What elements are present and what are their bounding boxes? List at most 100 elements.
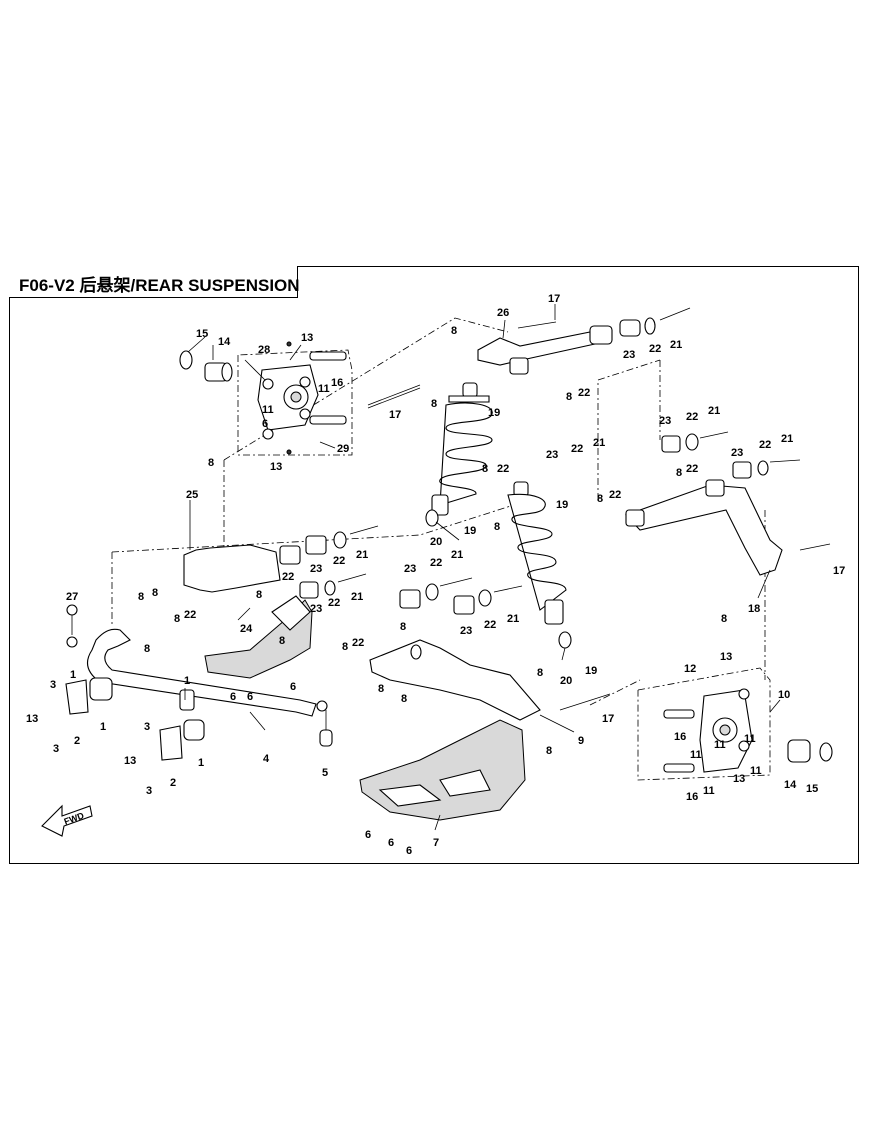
callout-13-b: 13 <box>124 755 136 767</box>
callout-23-e: 23 <box>659 415 671 427</box>
callout-22-g: 22 <box>759 439 771 451</box>
callout-2-b: 2 <box>170 777 176 789</box>
callout-8-h: 8 <box>721 613 727 625</box>
callout-22-i: 22 <box>184 609 196 621</box>
callout-22-h: 22 <box>609 489 621 501</box>
callout-8-l: 8 <box>174 613 180 625</box>
callout-6-left: 6 <box>262 418 268 430</box>
callout-23-m: 23 <box>404 563 416 575</box>
callout-8-j: 8 <box>138 591 144 603</box>
callout-22-e: 22 <box>686 411 698 423</box>
callout-17-lower: 17 <box>602 713 614 725</box>
callout-1-b: 1 <box>100 721 106 733</box>
right-knuckle-assembly <box>663 688 833 773</box>
callout-8-s: 8 <box>401 693 407 705</box>
callout-29: 29 <box>337 443 349 455</box>
callout-15-left: 15 <box>196 328 208 340</box>
callout-22-k: 22 <box>333 555 345 567</box>
callout-17-upper: 17 <box>389 409 401 421</box>
callout-9: 9 <box>578 735 584 747</box>
callout-22-l: 22 <box>328 597 340 609</box>
callout-8-t: 8 <box>537 667 543 679</box>
callout-10: 10 <box>778 689 790 701</box>
callout-16-right-b: 16 <box>686 791 698 803</box>
callout-22-p: 22 <box>352 637 364 649</box>
callout-17-right: 17 <box>833 565 845 577</box>
callout-6-d: 6 <box>365 829 371 841</box>
skid-guard-7 <box>359 719 526 821</box>
callout-28: 28 <box>258 344 270 356</box>
callout-8-c: 8 <box>431 398 437 410</box>
bracket-25 <box>183 525 379 599</box>
callout-8-r: 8 <box>378 683 384 695</box>
callout-21-m: 21 <box>451 549 463 561</box>
callout-21-k: 21 <box>356 549 368 561</box>
callout-8-e: 8 <box>494 521 500 533</box>
callout-12: 12 <box>684 663 696 675</box>
callout-11-r-c: 11 <box>744 733 756 745</box>
callout-8-m: 8 <box>256 589 262 601</box>
callout-20-bottom: 20 <box>560 675 572 687</box>
callout-22-f: 22 <box>686 463 698 475</box>
callout-3-a: 3 <box>50 679 56 691</box>
callout-23-c: 23 <box>546 449 558 461</box>
fwd-label: FWD <box>63 810 86 827</box>
callout-16-right-a: 16 <box>674 731 686 743</box>
callout-8-d: 8 <box>482 463 488 475</box>
callout-16-left: 16 <box>331 377 343 389</box>
callout-8-p: 8 <box>342 641 348 653</box>
callout-8-g: 8 <box>597 493 603 505</box>
callout-22-j: 22 <box>282 571 294 583</box>
callout-6-c: 6 <box>290 681 296 693</box>
callout-15-right: 15 <box>806 783 818 795</box>
callout-8-b: 8 <box>566 391 572 403</box>
callout-3-d: 3 <box>146 785 152 797</box>
callout-19-b: 19 <box>464 525 476 537</box>
callout-2-a: 2 <box>74 735 80 747</box>
callout-14-right: 14 <box>784 779 797 791</box>
callout-24: 24 <box>240 623 253 635</box>
callout-4: 4 <box>263 753 270 765</box>
callout-22-top: 22 <box>649 343 661 355</box>
callout-23-f: 23 <box>731 447 743 459</box>
fwd-arrow-icon: FWD <box>41 804 93 837</box>
title-box: F06-V2 后悬架/REAR SUSPENSION <box>9 266 300 298</box>
callout-21-n: 21 <box>507 613 519 625</box>
callout-22-m: 22 <box>430 557 442 569</box>
callout-23-n: 23 <box>460 625 472 637</box>
callout-11-r-e: 11 <box>703 785 715 797</box>
callout-8-f: 8 <box>676 467 682 479</box>
callout-21-d: 21 <box>593 437 605 449</box>
callout-8-a: 8 <box>451 325 457 337</box>
callout-1-a: 1 <box>70 669 76 681</box>
callout-17-top: 17 <box>548 293 560 305</box>
callout-11-left-a: 11 <box>318 383 330 395</box>
left-knuckle-assembly <box>179 341 347 455</box>
callout-22-n: 22 <box>484 619 496 631</box>
callout-25: 25 <box>186 489 198 501</box>
callout-6-a: 6 <box>230 691 236 703</box>
stabilizer-bar-4 <box>86 628 317 717</box>
bolt-17-upper <box>367 384 421 409</box>
callout-13-a: 13 <box>26 713 38 725</box>
upper-arm-26 <box>477 307 691 375</box>
callout-11-r-b: 11 <box>714 739 726 751</box>
shock-absorber-left <box>425 382 493 527</box>
callout-8-n: 8 <box>279 635 285 647</box>
callout-5: 5 <box>322 767 328 779</box>
callout-1-d: 1 <box>198 757 204 769</box>
callout-8-q: 8 <box>400 621 406 633</box>
callout-6-e: 6 <box>388 837 394 849</box>
callout-22-d: 22 <box>571 443 583 455</box>
callout-8-i: 8 <box>208 457 214 469</box>
callout-13-right-bottom: 13 <box>733 773 745 785</box>
callout-18: 18 <box>748 603 760 615</box>
callout-11-r-a: 11 <box>690 749 702 761</box>
callout-23-j: 23 <box>310 563 322 575</box>
page-title: F06-V2 后悬架/REAR SUSPENSION <box>19 276 300 295</box>
callout-21-e: 21 <box>708 405 720 417</box>
callout-22-c: 22 <box>497 463 509 475</box>
callout-3-b: 3 <box>53 743 59 755</box>
leader-lines <box>184 304 781 831</box>
